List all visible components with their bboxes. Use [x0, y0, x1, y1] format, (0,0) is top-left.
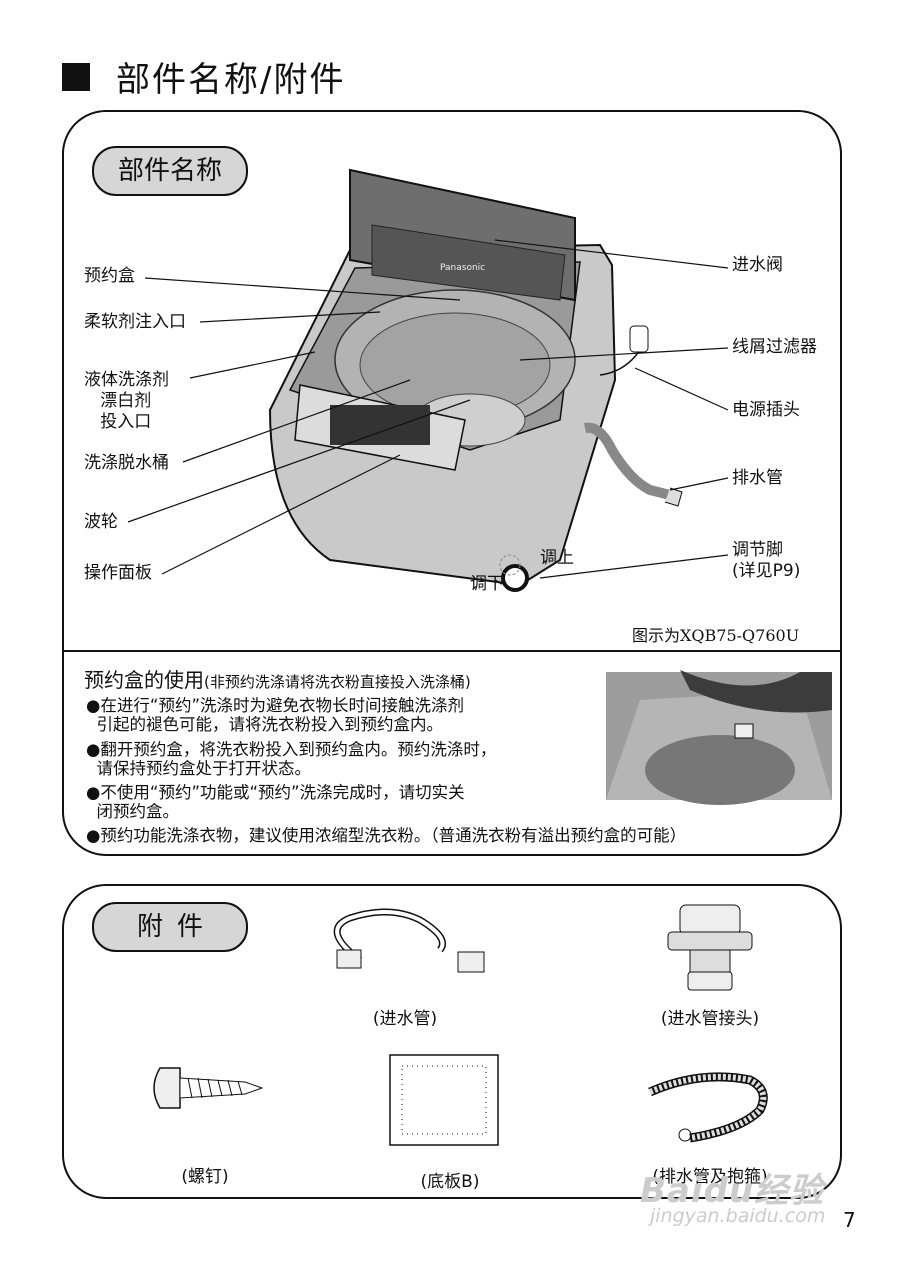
- accessory-screw-label: (螺钉): [181, 1167, 229, 1187]
- label-adjust-foot: 调节脚 (详见P9): [732, 540, 801, 581]
- brand-text: Panasonic: [440, 263, 485, 273]
- watermark-logo: Baidu经验: [640, 1171, 825, 1211]
- accessory-drain-hose-label: (排水管及抱箍): [652, 1167, 768, 1187]
- usage-bullet-2: ●翻开预约盒，将洗衣粉投入到预约盒内。预约洗涤时， 请保持预约盒处于打开状态。: [86, 740, 497, 778]
- accessories-heading: 附件: [92, 902, 248, 952]
- label-softener-inlet: 柔软剂注入口: [84, 312, 186, 332]
- page-title-text: 部件名称/附件: [116, 60, 346, 100]
- label-wash-tub: 洗涤脱水桶: [84, 453, 169, 473]
- watermark-url: jingyan.baidu.com: [650, 1205, 826, 1227]
- usage-title-text: 预约盒的使用: [84, 668, 204, 692]
- label-drain-hose: 排水管: [732, 468, 783, 488]
- label-liquid-detergent-inlet: 液体洗涤剂 漂白剂 投入口: [84, 370, 169, 432]
- accessories-panel: 附件: [62, 884, 842, 1199]
- usage-bullet-4: ●预约功能洗涤衣物，建议使用浓缩型洗衣粉。（普通洗衣粉有溢出预约盒的可能）: [86, 826, 687, 845]
- label-control-panel: 操作面板: [84, 563, 152, 583]
- usage-title: 预约盒的使用(非预约洗涤请将洗衣粉直接投入洗涤桶): [84, 664, 471, 693]
- label-reservation-box: 预约盒: [84, 266, 135, 286]
- page-title: 部件名称/附件: [62, 52, 345, 101]
- label-power-plug: 电源插头: [732, 400, 800, 420]
- usage-bullet-3: ●不使用“预约”功能或“预约”洗涤完成时，请切实关 闭预约盒。: [86, 783, 465, 821]
- label-pulsator: 波轮: [84, 512, 118, 532]
- model-caption: 图示为XQB75-Q760U: [632, 626, 800, 645]
- panel-divider: [64, 650, 840, 652]
- parts-panel: 部件名称: [62, 110, 842, 856]
- usage-note: (非预约洗涤请将洗衣粉直接投入洗涤桶): [204, 673, 471, 691]
- label-adjust-down: 调下: [470, 574, 504, 594]
- usage-bullet-1: ●在进行“预约”洗涤时为避免衣物长时间接触洗涤剂 引起的褪色可能，请将洗衣粉投入…: [86, 696, 464, 734]
- accessory-inlet-connector-label: (进水管接头): [660, 1009, 760, 1029]
- label-adjust-up: 调上: [540, 548, 574, 568]
- page-number: 7: [843, 1208, 856, 1232]
- parts-heading: 部件名称: [92, 146, 248, 196]
- label-inlet-valve: 进水阀: [732, 255, 783, 275]
- title-square-icon: [62, 62, 90, 91]
- accessory-inlet-hose-label: (进水管): [372, 1009, 438, 1029]
- label-lint-filter: 线屑过滤器: [732, 337, 817, 357]
- accessory-base-plate-label: (底板B): [420, 1172, 480, 1192]
